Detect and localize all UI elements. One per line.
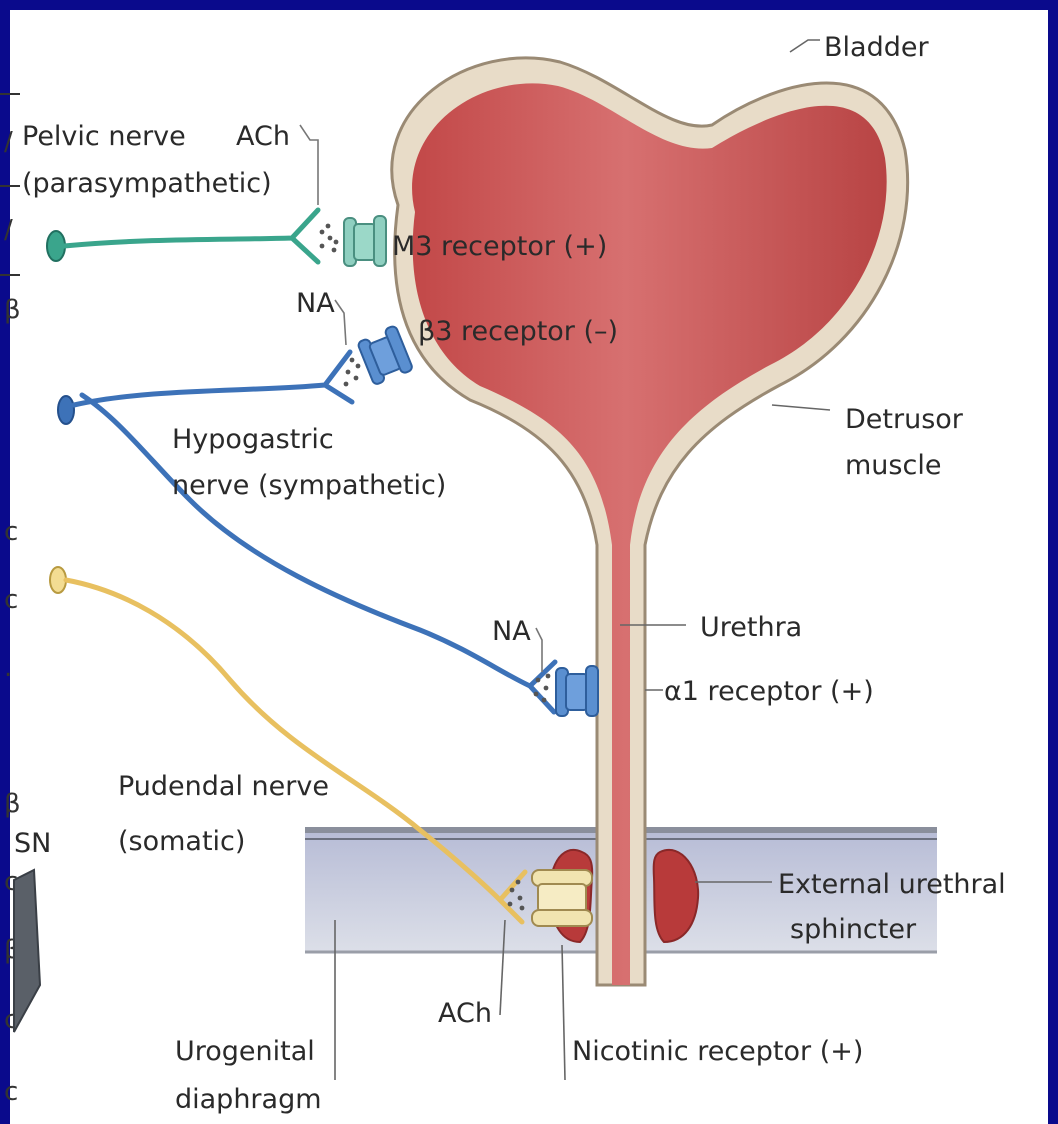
m3-receptor-icon: [344, 216, 386, 266]
external-sphincter-label-line1: External urethral: [778, 869, 1006, 900]
pelvic-nerve-label-line1: Pelvic nerve: [22, 121, 186, 152]
fragment-glyph: c: [4, 1077, 18, 1107]
pudendal-ach-label: ACh: [438, 998, 492, 1029]
bladder-label: Bladder: [824, 32, 929, 63]
external-sphincter-label-line2: sphincter: [790, 914, 917, 945]
fragment-glyph: c: [4, 585, 18, 615]
detrusor-label-line1: Detrusor: [845, 404, 964, 435]
hypogastric-label-line2: nerve (sympathetic): [172, 470, 446, 501]
detrusor-label-line2: muscle: [845, 450, 941, 481]
urogenital-label-line1: Urogenital: [175, 1036, 315, 1067]
nicotinic-receptor-icon: [532, 870, 592, 926]
fragment-glyph: β: [4, 789, 21, 819]
sn-fragment-label: SN: [14, 828, 51, 859]
pudendal-label-line2: (somatic): [118, 826, 245, 857]
alpha1-receptor-label: α1 receptor (+): [664, 676, 874, 707]
beta3-receptor-label: β3 receptor (–): [418, 316, 618, 347]
pelvic-ach-label: ACh: [236, 121, 290, 152]
pelvic-nerve-label-line2: (parasympathetic): [22, 168, 272, 199]
hypogastric-label-line1: Hypogastric: [172, 424, 334, 455]
fragment-glyph: β: [4, 295, 21, 325]
fragment-glyph: .: [4, 653, 12, 683]
nicotinic-receptor-label: Nicotinic receptor (+): [572, 1036, 863, 1067]
urogenital-label-line2: diaphragm: [175, 1084, 322, 1115]
hypogastric-nerve-cell-body: [58, 396, 74, 424]
fragment-glyph: c: [4, 517, 18, 547]
beta3-na-label: NA: [296, 288, 335, 319]
fragment-glyph: /: [4, 127, 13, 157]
m3-receptor-label: M3 receptor (+): [392, 231, 607, 262]
fragment-glyph: /: [4, 215, 13, 245]
pudendal-label-line1: Pudendal nerve: [118, 771, 329, 802]
alpha1-na-label: NA: [492, 616, 531, 647]
alpha1-receptor-icon: [556, 666, 598, 716]
urethra-label: Urethra: [700, 612, 802, 643]
